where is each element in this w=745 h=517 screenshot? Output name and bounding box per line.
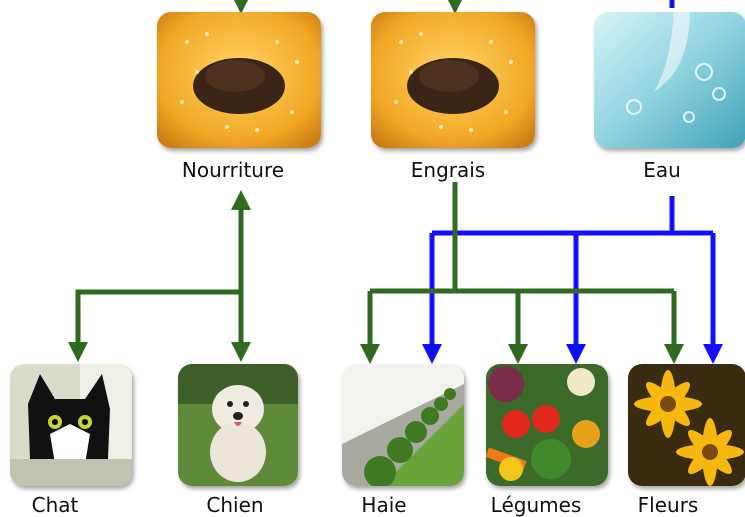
cat-photo (10, 364, 132, 486)
legumes-label: Légumes (491, 493, 582, 517)
nourriture-label: Nourriture (182, 158, 284, 182)
vegetables-photo (486, 364, 608, 486)
eau-label: Eau (643, 158, 681, 182)
chat-label: Chat (32, 493, 79, 517)
engrais-label: Engrais (411, 158, 485, 182)
fleurs-label: Fleurs (638, 493, 699, 517)
flowers-photo (628, 364, 745, 486)
chien-label: Chien (206, 493, 263, 517)
engrais-tile (371, 12, 535, 148)
fleurs-tile (628, 364, 745, 486)
soil-pile-icon (157, 12, 321, 148)
soil-pile-icon (371, 12, 535, 148)
hedge-photo (342, 364, 464, 486)
bracket-chat-chien (78, 292, 241, 348)
haie-tile (342, 364, 464, 486)
water-splash-icon (594, 12, 745, 148)
legumes-tile (486, 364, 608, 486)
chat-tile (10, 364, 132, 486)
dog-photo (178, 364, 298, 486)
nourriture-tile (157, 12, 321, 148)
haie-label: Haie (361, 493, 406, 517)
chien-tile (178, 364, 298, 486)
eau-tile (594, 12, 745, 148)
